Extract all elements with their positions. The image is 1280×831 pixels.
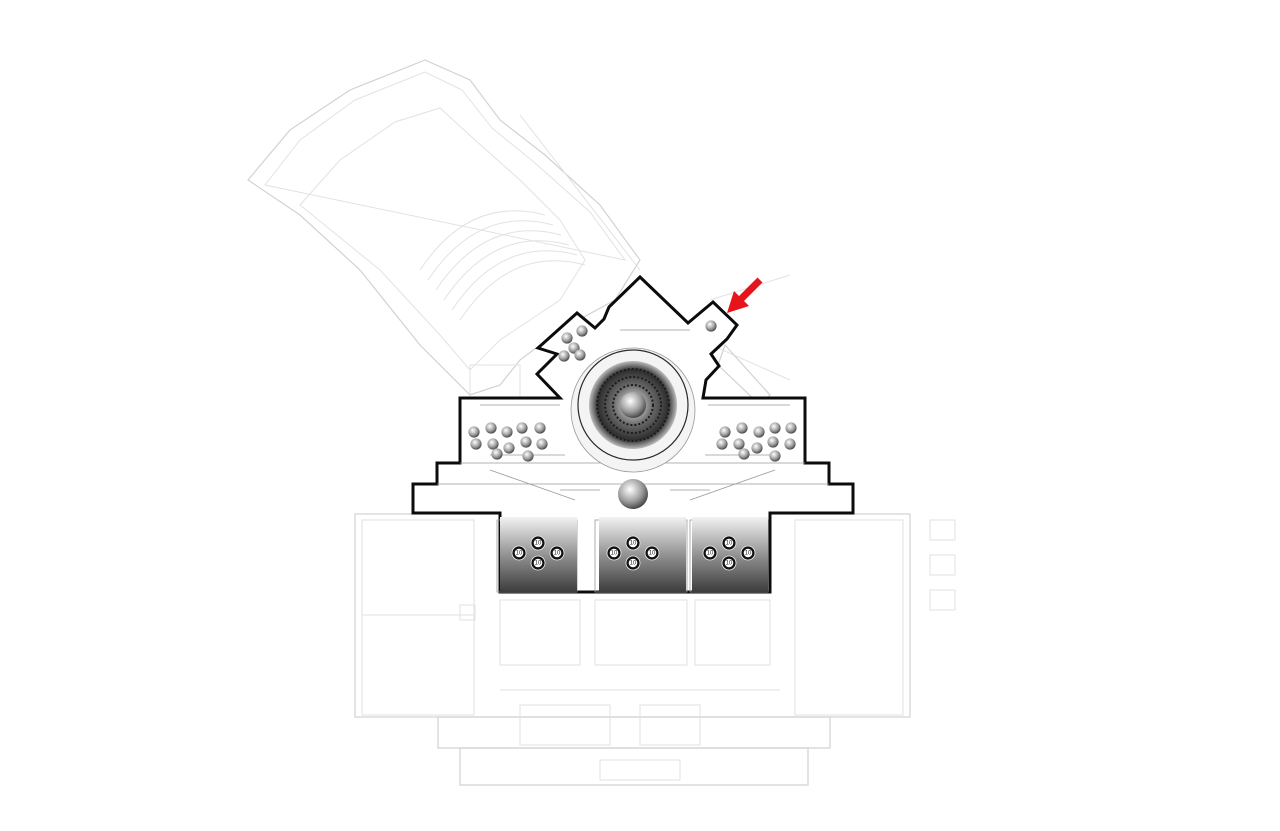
round-table — [753, 426, 765, 438]
banquet-table-label: 10 — [649, 550, 656, 556]
banquet-table-label: 10 — [611, 550, 618, 556]
banquet-table-label: 10 — [726, 560, 733, 566]
round-table — [470, 438, 482, 450]
round-table — [738, 448, 750, 460]
banquet-table-label: 10 — [726, 540, 733, 546]
banquet-table-label: 10 — [535, 560, 542, 566]
round-table — [751, 442, 763, 454]
round-table — [784, 438, 796, 450]
round-table — [501, 426, 513, 438]
round-table — [576, 325, 588, 337]
round-auditorium — [570, 347, 696, 473]
banquet-table-label: 10 — [630, 560, 637, 566]
round-table — [491, 448, 503, 460]
round-table — [705, 320, 717, 332]
banquet-table-label: 10 — [707, 550, 714, 556]
banquet-room-left — [500, 517, 577, 592]
banquet-table-top — [743, 548, 753, 558]
round-table — [716, 438, 728, 450]
banquet-table-top — [628, 558, 638, 568]
round-table — [485, 422, 497, 434]
round-table — [468, 426, 480, 438]
banquet-table-top — [628, 538, 638, 548]
banquet-table-top — [514, 548, 524, 558]
round-table — [520, 436, 532, 448]
banquet-rooms — [500, 517, 768, 592]
banquet-table-top — [609, 548, 619, 558]
banquet-table-top — [552, 548, 562, 558]
round-table — [574, 349, 586, 361]
round-table — [769, 422, 781, 434]
round-table — [503, 442, 515, 454]
round-table — [522, 450, 534, 462]
round-table — [719, 426, 731, 438]
round-table — [487, 438, 499, 450]
round-table — [785, 422, 797, 434]
banquet-table-label: 10 — [745, 550, 752, 556]
banquet-table-top — [647, 548, 657, 558]
banquet-table-label: 10 — [516, 550, 523, 556]
round-table — [769, 450, 781, 462]
round-table — [516, 422, 528, 434]
banquet-table-label: 10 — [630, 540, 637, 546]
round-table — [561, 332, 573, 344]
banquet-table-label: 10 — [535, 540, 542, 546]
round-tables — [468, 320, 797, 462]
round-table — [558, 350, 570, 362]
location-arrow-icon — [727, 277, 763, 313]
banquet-table-top — [724, 538, 734, 548]
banquet-table-top — [533, 558, 543, 568]
banquet-tables: 10 10 10 10 10 10 10 10 10 10 10 10 — [511, 535, 756, 571]
banquet-table-label: 10 — [554, 550, 561, 556]
round-table — [536, 438, 548, 450]
round-table — [534, 422, 546, 434]
banquet-table-top — [533, 538, 543, 548]
lobby-sphere — [618, 479, 648, 509]
round-table — [733, 438, 745, 450]
banquet-table-top — [705, 548, 715, 558]
round-table — [767, 436, 779, 448]
banquet-table-top — [724, 558, 734, 568]
round-table — [736, 422, 748, 434]
